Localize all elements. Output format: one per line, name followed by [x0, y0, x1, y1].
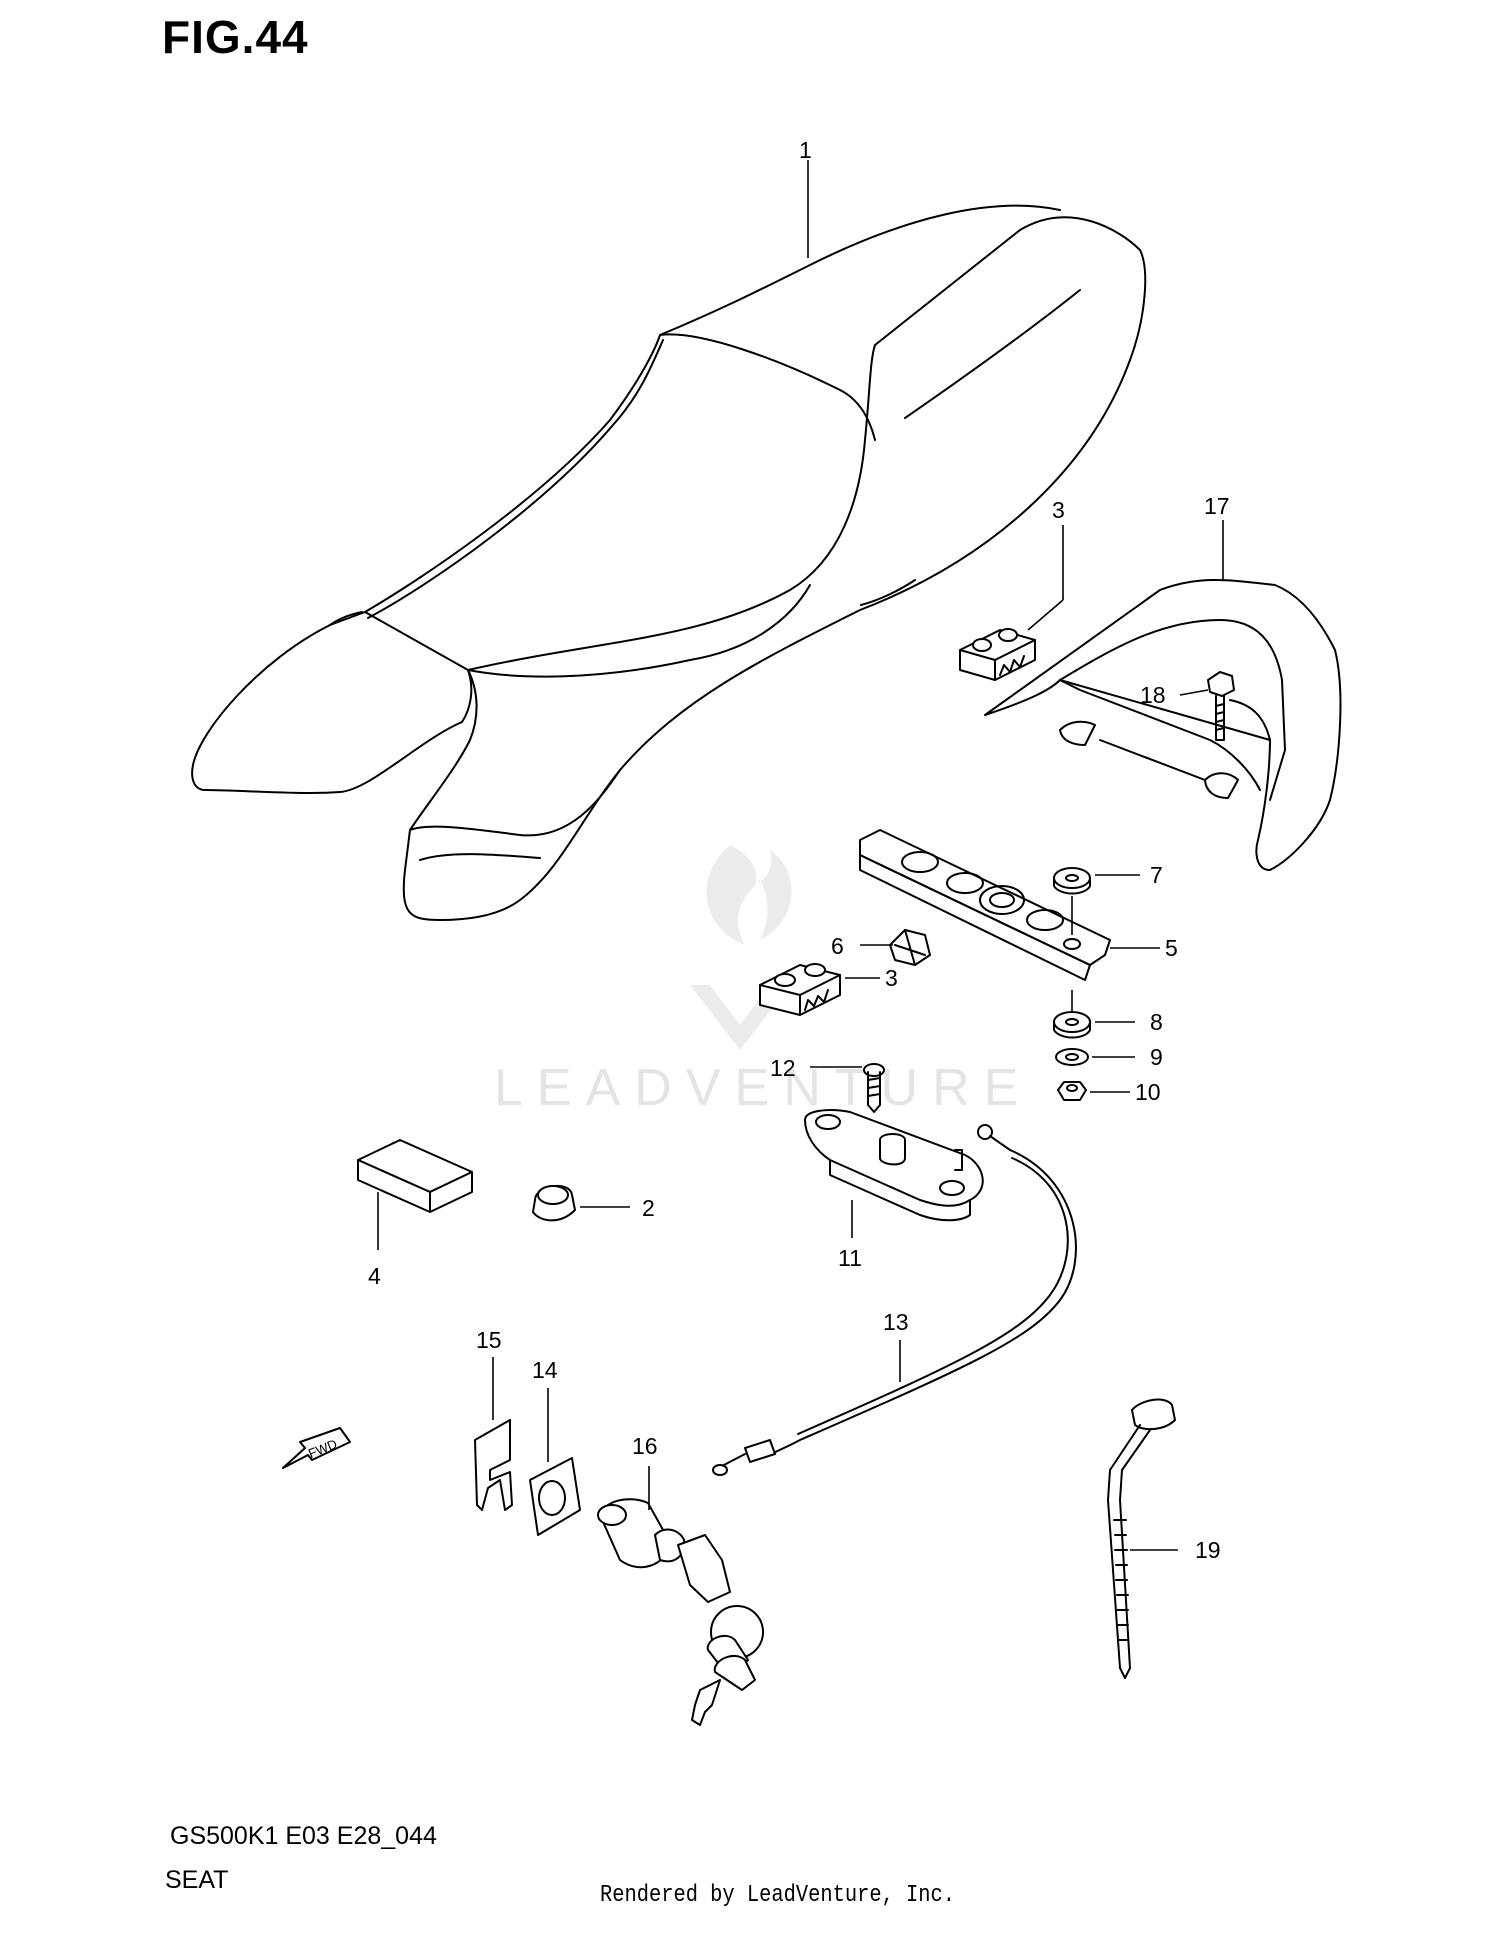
callout-4: 4 — [368, 1263, 381, 1289]
clip-nut-part-6 — [889, 929, 931, 966]
cable-tie-part-19 — [1107, 1398, 1176, 1679]
render-credit: Rendered by LeadVenture, Inc. — [600, 1882, 956, 1909]
seat-lock-plate-part-5 — [859, 829, 1111, 981]
damper-part-3-upper — [959, 628, 1036, 681]
callout-6: 6 — [831, 933, 844, 959]
callout-13: 13 — [883, 1309, 909, 1335]
callout-2: 2 — [642, 1195, 655, 1221]
watermark-text: LEADVENTURE — [494, 1059, 1033, 1117]
callout-19: 19 — [1195, 1537, 1221, 1563]
callout-8: 8 — [1150, 1009, 1163, 1035]
callout-11: 11 — [838, 1245, 862, 1271]
seat-part-1 — [191, 204, 1147, 921]
callout-12: 12 — [770, 1055, 796, 1081]
callout-3-upper: 3 — [1052, 497, 1065, 523]
callout-5: 5 — [1165, 935, 1178, 961]
callout-3-lower: 3 — [885, 965, 898, 991]
cushion-part-8 — [1053, 990, 1091, 1039]
pad-part-4 — [357, 1139, 473, 1213]
model-code: GS500K1 E03 E28_044 — [170, 1822, 437, 1850]
callout-1: 1 — [799, 137, 812, 163]
watermark-logo — [690, 845, 792, 1050]
callout-15: 15 — [476, 1327, 502, 1353]
washer-part-7 — [1053, 867, 1091, 895]
grab-rail-part-17 — [984, 579, 1342, 871]
section-name: SEAT — [165, 1866, 229, 1894]
cap-part-2 — [532, 1184, 576, 1222]
nut-part-10 — [1057, 1081, 1087, 1101]
lock-bracket-part-11 — [804, 1109, 984, 1222]
callout-17: 17 — [1204, 493, 1230, 519]
figure-title: FIG.44 — [162, 11, 309, 63]
damper-part-3-lower — [759, 963, 841, 1016]
seat-lock-set-part-16 — [597, 1498, 764, 1726]
callout-7: 7 — [1150, 862, 1163, 888]
lock-plate-part-14 — [529, 1457, 581, 1536]
callout-14: 14 — [532, 1357, 558, 1383]
seat-lock-cable-part-13 — [712, 1124, 1077, 1476]
washer-part-9 — [1055, 1048, 1089, 1066]
bolt-part-18 — [1207, 671, 1235, 741]
forward-direction-arrow-icon: FWD — [282, 1427, 351, 1469]
callout-9: 9 — [1150, 1044, 1163, 1070]
callout-10: 10 — [1135, 1079, 1161, 1105]
callout-18: 18 — [1140, 682, 1166, 708]
callout-16: 16 — [632, 1433, 658, 1459]
retainer-clip-part-15 — [474, 1419, 513, 1511]
screw-part-12 — [863, 1063, 885, 1113]
